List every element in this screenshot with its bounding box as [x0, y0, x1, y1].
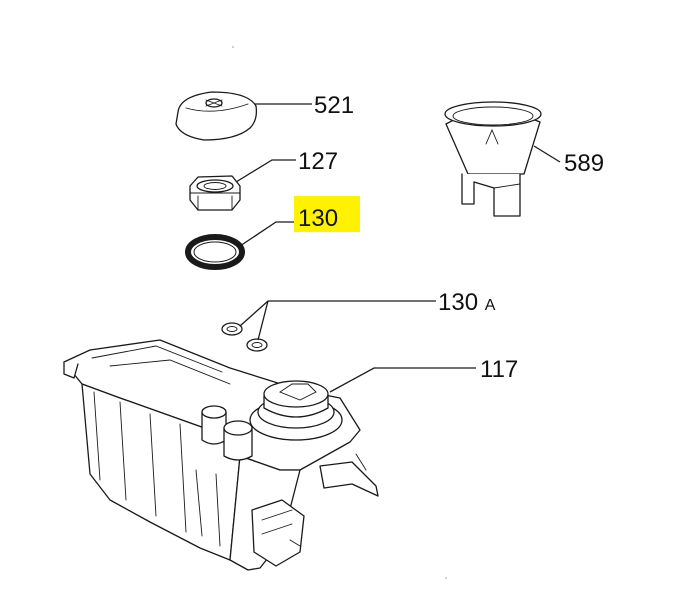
leader-127 [235, 159, 296, 183]
leader-130 [239, 221, 298, 247]
part-589-funnel[interactable] [444, 101, 542, 217]
scan-dot [232, 46, 234, 48]
leader-589 [533, 145, 561, 163]
callout-127: 127 [298, 148, 338, 175]
callout-130a-number: 130 [438, 289, 478, 316]
scan-dot [445, 577, 447, 579]
part-521-cap[interactable] [175, 91, 258, 141]
callout-589: 589 [564, 150, 604, 177]
part-130a-washers[interactable] [221, 322, 268, 352]
callout-130a-suffix: A [485, 297, 496, 314]
part-127-nut[interactable] [189, 175, 241, 211]
callout-130-highlight [294, 196, 360, 232]
leader-130a [239, 300, 436, 341]
callout-521: 521 [314, 92, 354, 119]
callout-130a: 130 A [438, 289, 496, 316]
callout-117: 117 [480, 356, 518, 383]
leader-117 [329, 367, 476, 393]
part-130-gasket[interactable] [185, 234, 245, 270]
callout-130: 130 [298, 205, 338, 232]
part-117-reservoir[interactable] [63, 339, 379, 571]
